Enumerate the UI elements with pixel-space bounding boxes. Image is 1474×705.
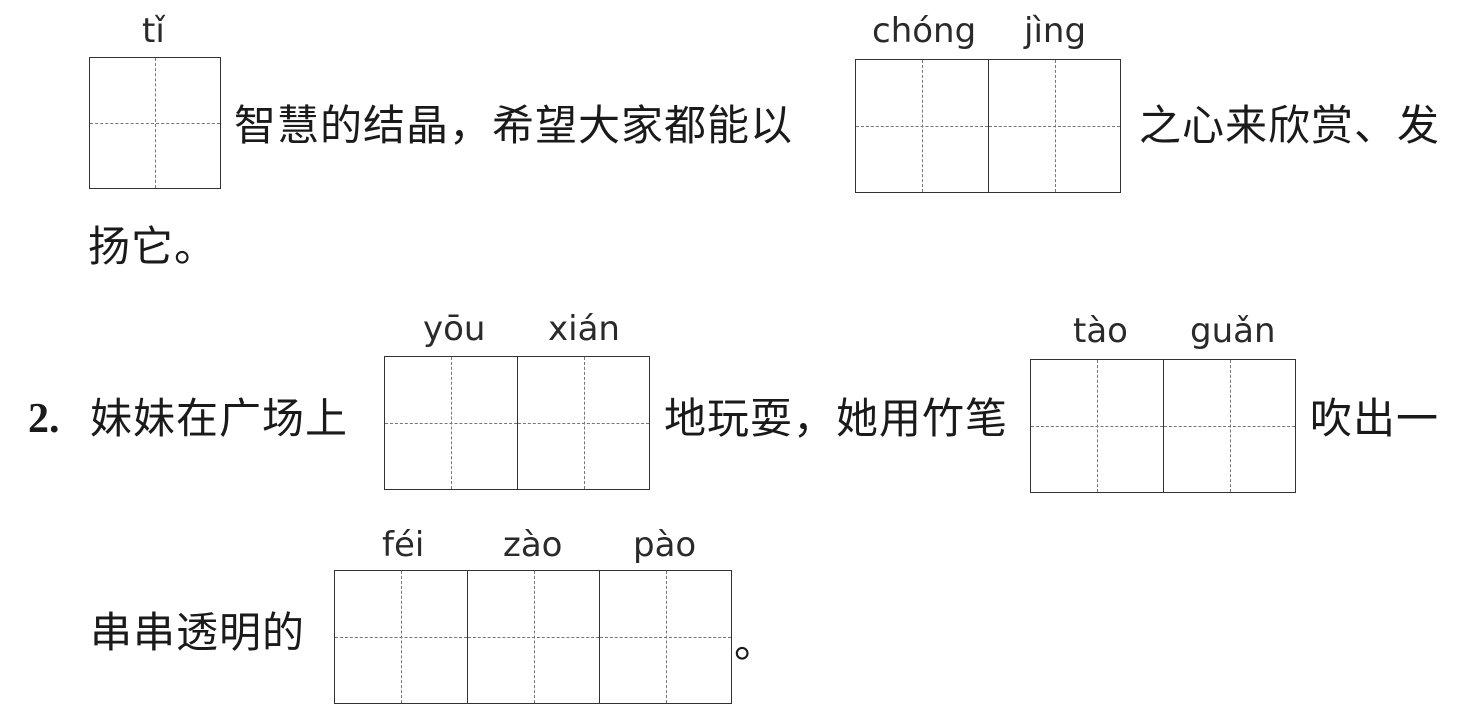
q2-line2-start: 串串透明的	[90, 608, 306, 657]
question-number: 2.	[28, 396, 60, 442]
pinyin-jing: jìng	[1024, 11, 1087, 51]
q2-line1-mid: 地玩耍，她用竹笔	[664, 394, 1009, 443]
q1-line1-end: 之心来欣赏、发	[1139, 101, 1441, 150]
answer-box-chongjing[interactable]	[855, 59, 1121, 193]
tianzige-cell[interactable]	[1163, 360, 1295, 492]
tianzige-cell[interactable]	[385, 357, 517, 489]
tianzige-cell[interactable]	[90, 58, 220, 188]
tianzige-cell[interactable]	[599, 571, 731, 703]
answer-box-youxian[interactable]	[384, 356, 650, 490]
q1-line1-mid: 智慧的结晶，希望大家都能以	[234, 101, 794, 150]
tianzige-cell[interactable]	[1031, 360, 1163, 492]
answer-box-feizaopao[interactable]	[334, 570, 732, 704]
q2-line1-start: 妹妹在广场上	[90, 394, 349, 443]
tianzige-cell[interactable]	[517, 357, 649, 489]
pinyin-pao: pào	[633, 525, 697, 565]
pinyin-guan: guǎn	[1190, 311, 1276, 351]
pinyin-chong: chóng	[872, 11, 977, 51]
q1-line2: 扬它。	[88, 222, 218, 271]
pinyin-ti: tǐ	[142, 11, 165, 51]
pinyin-fei: féi	[382, 525, 425, 565]
tianzige-cell[interactable]	[335, 571, 467, 703]
tianzige-cell[interactable]	[988, 60, 1120, 192]
pinyin-xian: xián	[548, 309, 620, 349]
pinyin-you: yōu	[423, 309, 486, 349]
tianzige-cell[interactable]	[467, 571, 599, 703]
q2-line2-end: 。	[734, 618, 778, 667]
tianzige-cell[interactable]	[856, 60, 988, 192]
q2-line1-end: 吹出一	[1310, 394, 1440, 443]
answer-box-taoguan[interactable]	[1030, 359, 1296, 493]
pinyin-tao: tào	[1073, 311, 1128, 351]
answer-box-ti[interactable]	[89, 57, 221, 189]
pinyin-zao: zào	[503, 525, 563, 565]
